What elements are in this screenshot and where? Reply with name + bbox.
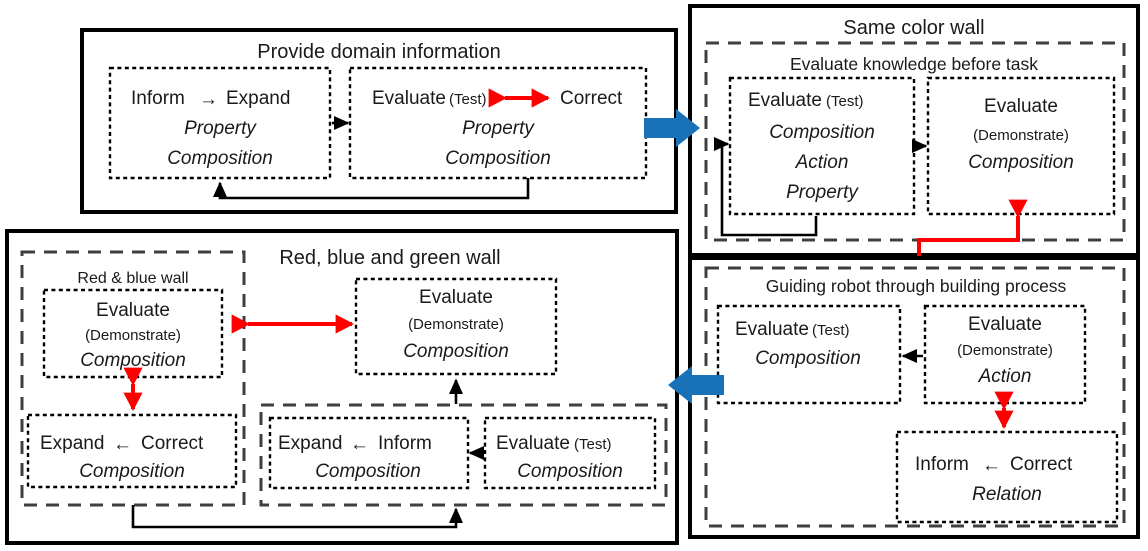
sc-b1-left: Evaluate bbox=[748, 90, 822, 111]
rbg-b2-paren: (Test) bbox=[574, 436, 612, 453]
arrow-sc-b1-feedback bbox=[713, 136, 818, 237]
gr-b2-paren: (Demonstrate) bbox=[957, 342, 1053, 359]
box-sc-b1-content: Evaluate (Test) Composition Action Prope… bbox=[748, 90, 875, 203]
box-rb-b1-content: Evaluate (Demonstrate) Composition bbox=[80, 300, 186, 371]
gr-b1-paren: (Test) bbox=[812, 322, 850, 339]
panel-rbg-wall bbox=[5, 229, 679, 545]
blue-arrow-left-icon bbox=[668, 366, 724, 404]
pd-b2-italic-1: Property bbox=[462, 118, 535, 139]
sc-b1-paren: (Test) bbox=[826, 93, 864, 110]
rbg-top-paren: (Demonstrate) bbox=[408, 316, 504, 333]
box-rbg-b1-content: Expand ← Inform Composition bbox=[278, 433, 432, 482]
panel-title-rbg-wall: Red, blue and green wall bbox=[279, 247, 500, 269]
rb-b1-line1: Evaluate bbox=[96, 300, 170, 321]
group-title-red-blue-wall: Red & blue wall bbox=[77, 270, 188, 287]
box-rbg-b1 bbox=[268, 416, 470, 490]
box-rbg-top bbox=[354, 277, 558, 376]
pd-b2-right: Correct bbox=[560, 88, 623, 109]
group-guiding-robot bbox=[704, 266, 1126, 528]
box-pd-b1-content: Inform → Expand Property Composition bbox=[131, 88, 290, 169]
gr-b1-italic-1: Composition bbox=[755, 348, 861, 369]
panel-title-same-color-wall: Same color wall bbox=[843, 17, 984, 39]
arrow-left-glyph-gr: ← bbox=[982, 455, 1001, 476]
gr-b3-right: Correct bbox=[1010, 454, 1073, 475]
box-rbg-top-content: Evaluate (Demonstrate) Composition bbox=[403, 287, 509, 362]
pd-b2-italic-2: Composition bbox=[445, 148, 551, 169]
arrow-left-glyph-rbg: ← bbox=[350, 434, 369, 455]
rb-b1-italic-1: Composition bbox=[80, 350, 186, 371]
box-gr-b1-content: Evaluate (Test) Composition bbox=[735, 319, 861, 369]
arrow-right-glyph: → bbox=[199, 89, 218, 110]
group-title-guiding-robot: Guiding robot through building process bbox=[766, 276, 1067, 296]
panel-title-provide-domain: Provide domain information bbox=[257, 41, 500, 63]
box-pd-b2-content: Evaluate (Test) Correct Property Composi… bbox=[372, 88, 623, 169]
sc-b2-line1: Evaluate bbox=[984, 96, 1058, 117]
arrow-pd-feedback bbox=[212, 178, 530, 200]
rbg-top-line1: Evaluate bbox=[419, 287, 493, 308]
gr-b2-line1: Evaluate bbox=[968, 314, 1042, 335]
panel-provide-domain bbox=[80, 28, 678, 214]
pd-b2-left: Evaluate bbox=[372, 88, 446, 109]
sc-b2-paren: (Demonstrate) bbox=[973, 127, 1069, 144]
rb-b2-left: Expand bbox=[40, 433, 104, 454]
pd-b1-left: Inform bbox=[131, 88, 185, 109]
gr-b3-left: Inform bbox=[915, 454, 969, 475]
panel-guiding-robot bbox=[688, 256, 1140, 539]
sc-b1-italic-2: Action bbox=[795, 152, 849, 173]
pd-b1-right: Expand bbox=[226, 88, 290, 109]
arrow-rbg-bottom-feedback bbox=[131, 505, 464, 529]
pd-b1-italic-1: Property bbox=[184, 118, 257, 139]
rb-b2-italic-1: Composition bbox=[79, 461, 185, 482]
group-title-evaluate-knowledge: Evaluate knowledge before task bbox=[790, 54, 1038, 74]
sc-b2-italic-1: Composition bbox=[968, 152, 1074, 173]
sc-b1-italic-1: Composition bbox=[769, 122, 875, 143]
rb-b1-paren: (Demonstrate) bbox=[85, 327, 181, 344]
box-rb-b2 bbox=[26, 413, 238, 489]
box-gr-b1 bbox=[716, 304, 902, 405]
rbg-b1-left: Expand bbox=[278, 433, 342, 454]
sc-b1-italic-3: Property bbox=[786, 182, 859, 203]
box-gr-b3-content: Inform ← Correct Relation bbox=[915, 454, 1073, 505]
pd-b2-paren: (Test) bbox=[449, 91, 487, 108]
box-pd-b1 bbox=[108, 66, 332, 180]
rb-b2-right: Correct bbox=[141, 433, 204, 454]
gr-b3-italic-1: Relation bbox=[972, 484, 1042, 505]
box-sc-b2-content: Evaluate (Demonstrate) Composition bbox=[968, 96, 1074, 173]
group-red-blue-wall bbox=[20, 250, 246, 507]
rbg-b1-right: Inform bbox=[378, 433, 432, 454]
group-rbg-inner bbox=[259, 403, 668, 507]
box-rb-b1 bbox=[42, 288, 224, 379]
gr-b1-left: Evaluate bbox=[735, 319, 809, 340]
blue-arrow-right-icon bbox=[644, 109, 700, 147]
gr-b2-italic-1: Action bbox=[978, 366, 1032, 387]
rbg-b2-italic-1: Composition bbox=[517, 461, 623, 482]
box-gr-b2-content: Evaluate (Demonstrate) Action bbox=[957, 314, 1053, 387]
box-rbg-b2 bbox=[483, 416, 657, 490]
rbg-b1-italic-1: Composition bbox=[315, 461, 421, 482]
box-rbg-b2-content: Evaluate (Test) Composition bbox=[496, 433, 623, 482]
pd-b1-italic-2: Composition bbox=[167, 148, 273, 169]
rbg-b2-left: Evaluate bbox=[496, 433, 570, 454]
rbg-top-italic-1: Composition bbox=[403, 341, 509, 362]
box-rb-b2-content: Expand ← Correct Composition bbox=[40, 433, 204, 482]
arrow-left-glyph-rb: ← bbox=[113, 434, 132, 455]
